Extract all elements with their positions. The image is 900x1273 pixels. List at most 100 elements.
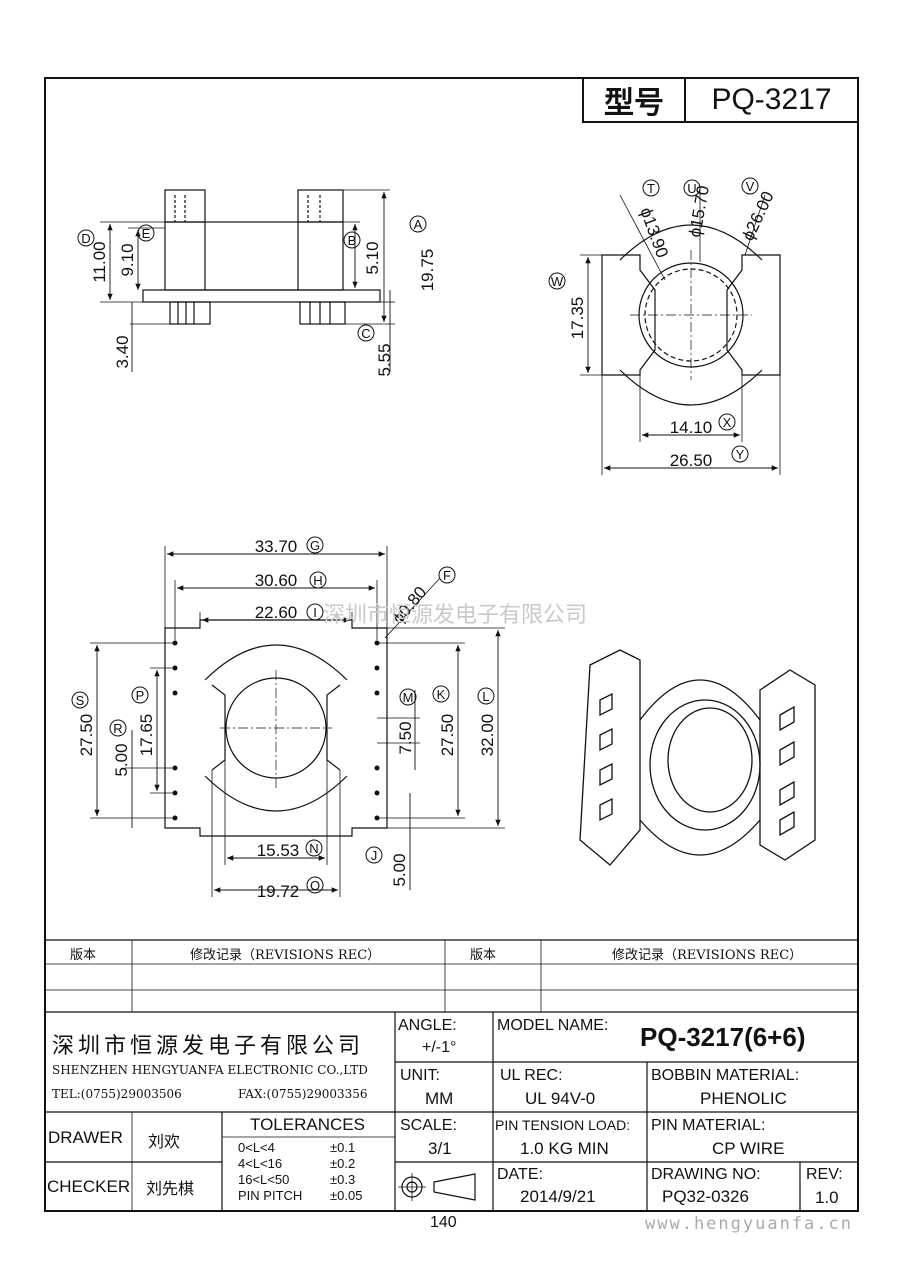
marker-e: E <box>137 224 155 242</box>
top-view <box>580 190 781 475</box>
rev-col-version-2: 版本 <box>470 948 497 963</box>
dim-left-bottom: 3.40 <box>113 335 132 368</box>
svg-text:J: J <box>371 848 378 863</box>
dim-i: 22.60 <box>255 603 298 622</box>
dim-x: 14.10 <box>670 418 713 437</box>
dim-p: 17.65 <box>137 714 156 757</box>
dim-l: 32.00 <box>478 714 497 757</box>
dim-k: 27.50 <box>438 714 457 757</box>
date-value: 2014/9/21 <box>520 1187 596 1206</box>
rev-col-record-2: 修改记录（REVISIONS REC） <box>612 948 803 963</box>
dim-d: 11.00 <box>90 241 109 282</box>
date-label: DATE: <box>497 1166 543 1183</box>
marker-t: T <box>642 179 660 197</box>
dim-c: 5.55 <box>375 343 394 376</box>
marker-w: W <box>548 272 566 290</box>
svg-text:Y: Y <box>736 447 745 462</box>
svg-text:W: W <box>551 274 564 289</box>
svg-text:E: E <box>142 226 151 241</box>
rev-value: 1.0 <box>815 1188 839 1207</box>
scale-label: SCALE: <box>400 1117 457 1134</box>
marker-d: D <box>77 229 95 247</box>
svg-text:X: X <box>723 415 732 430</box>
pin-material-label: PIN MATERIAL: <box>651 1117 766 1134</box>
marker-r: R <box>109 719 127 737</box>
svg-text:M: M <box>403 690 414 705</box>
svg-text:A: A <box>414 217 423 232</box>
dim-a: 19.75 <box>418 249 437 292</box>
svg-text:T: T <box>647 181 655 196</box>
marker-j: J <box>365 846 383 864</box>
bottom-view <box>90 546 505 897</box>
dim-m: 7.50 <box>396 721 415 754</box>
angle-value: +/-1° <box>422 1039 457 1056</box>
marker-i: I <box>306 603 324 621</box>
svg-text:U: U <box>687 181 696 196</box>
dim-b: 5.10 <box>363 241 382 274</box>
dim-s: 27.50 <box>77 714 96 757</box>
marker-p: P <box>131 686 149 704</box>
model-label: 型号 <box>584 79 686 121</box>
model-name-label: MODEL NAME: <box>497 1017 609 1034</box>
bobbin-material-label: BOBBIN MATERIAL: <box>651 1067 800 1084</box>
drawing-sheet <box>44 77 859 1212</box>
scale-value: 3/1 <box>428 1139 452 1158</box>
marker-x: X <box>718 413 736 431</box>
marker-f: F <box>438 566 456 584</box>
dim-y: 26.50 <box>670 451 713 470</box>
svg-text:H: H <box>313 573 322 588</box>
svg-text:L: L <box>482 689 489 704</box>
svg-text:D: D <box>81 231 90 246</box>
rev-col-version-1: 版本 <box>70 948 97 963</box>
pin-tension-label: PIN TENSION LOAD: <box>495 1117 631 1133</box>
model-value: PQ-3217 <box>711 83 832 116</box>
svg-text:N: N <box>309 841 318 856</box>
svg-text:S: S <box>76 693 85 708</box>
drawer-label: DRAWER <box>48 1128 123 1147</box>
bobbin-material-value: PHENOLIC <box>700 1089 787 1108</box>
page-number: 140 <box>430 1214 457 1231</box>
isometric-view <box>579 649 816 866</box>
marker-h: H <box>309 571 327 589</box>
technical-drawing: 19.75 5.10 5.55 11.00 9.10 3.40 ϕ13.90 ϕ… <box>71 177 816 901</box>
company-name-en: SHENZHEN HENGYUANFA ELECTRONIC CO.,LTD <box>52 1063 368 1077</box>
checker-label: CHECKER <box>47 1177 131 1196</box>
svg-text:B: B <box>348 233 357 248</box>
side-view <box>100 189 395 372</box>
marker-n: N <box>305 839 323 857</box>
ul-rec-value: UL 94V-0 <box>525 1089 596 1108</box>
dim-r: 5.00 <box>112 743 131 776</box>
marker-b: B <box>343 231 361 249</box>
pin-tension-value: 1.0 KG MIN <box>520 1139 609 1158</box>
drawing-no-label: DRAWING NO: <box>651 1166 761 1183</box>
marker-a: A <box>409 215 427 233</box>
drawer-value: 刘欢 <box>148 1132 181 1151</box>
tolerances-label: TOLERANCES <box>250 1115 365 1134</box>
marker-s: S <box>71 691 89 709</box>
dim-e: 9.10 <box>118 243 137 276</box>
checker-value: 刘先棋 <box>146 1179 195 1198</box>
marker-c: C <box>357 324 375 342</box>
svg-text:G: G <box>310 538 320 553</box>
svg-text:I: I <box>313 605 317 620</box>
marker-o: O <box>306 876 324 894</box>
svg-text:P: P <box>136 688 145 703</box>
tolerance-row: 0<L<4±0.1 4<L<16±0.2 16<L<50±0.3 PIN PIT… <box>238 1140 363 1203</box>
model-name-value: PQ-3217(6+6) <box>640 1022 806 1052</box>
dim-g: 33.70 <box>255 537 298 556</box>
marker-v: V <box>741 177 759 195</box>
rev-label: REV: <box>806 1166 843 1183</box>
ul-rec-label: UL REC: <box>500 1067 563 1084</box>
svg-text:C: C <box>361 326 370 341</box>
dim-w: 17.35 <box>568 297 587 340</box>
unit-label: UNIT: <box>400 1067 440 1084</box>
website-watermark: www.hengyuanfa.cn <box>645 1214 853 1234</box>
drawing-no-value: PQ32-0326 <box>662 1187 749 1206</box>
dim-j: 5.00 <box>390 853 409 886</box>
marker-g: G <box>306 536 324 554</box>
dim-o: 19.72 <box>257 882 300 901</box>
marker-l: L <box>477 687 495 705</box>
dim-h: 30.60 <box>255 571 298 590</box>
unit-value: MM <box>425 1089 454 1108</box>
